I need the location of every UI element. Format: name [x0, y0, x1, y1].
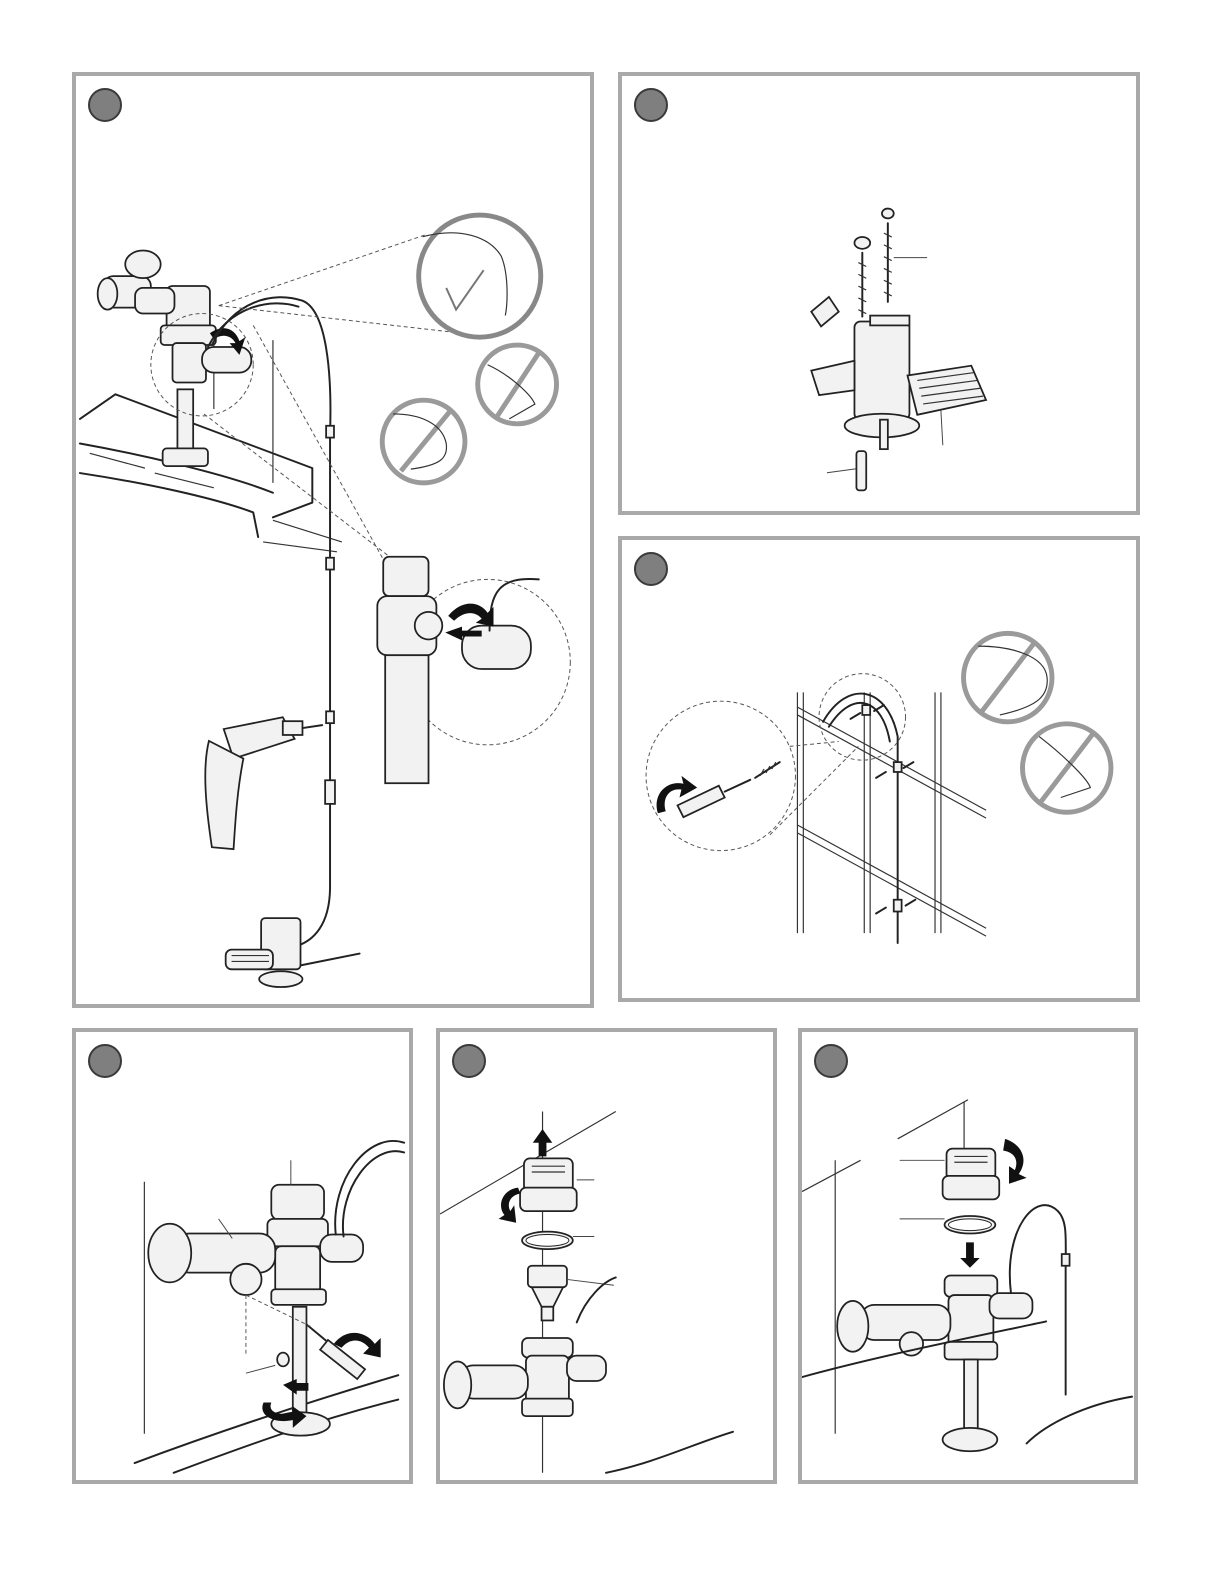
checkmark-icon	[419, 215, 541, 337]
panel-step-2	[618, 72, 1140, 515]
panel-step-6	[798, 1028, 1138, 1484]
zoom-detail-valve	[377, 557, 570, 783]
panel-step-3	[618, 536, 1140, 1002]
panel-step-5	[436, 1028, 777, 1484]
panel-step-1	[72, 72, 594, 1008]
illustration-clip-mounting	[622, 540, 1136, 998]
illustration-pedal-mounting	[622, 76, 1136, 511]
illustration-stop-adjustment	[76, 1032, 409, 1480]
prohibited-icon	[964, 633, 1052, 721]
prohibited-icon	[478, 345, 557, 424]
prohibited-icon	[1022, 724, 1110, 812]
prohibited-icon	[382, 400, 465, 483]
illustration-cap-removal	[440, 1032, 773, 1480]
illustration-cap-install	[802, 1032, 1134, 1480]
panel-step-4	[72, 1028, 413, 1484]
illustration-flush-valve-routing	[76, 76, 590, 1004]
